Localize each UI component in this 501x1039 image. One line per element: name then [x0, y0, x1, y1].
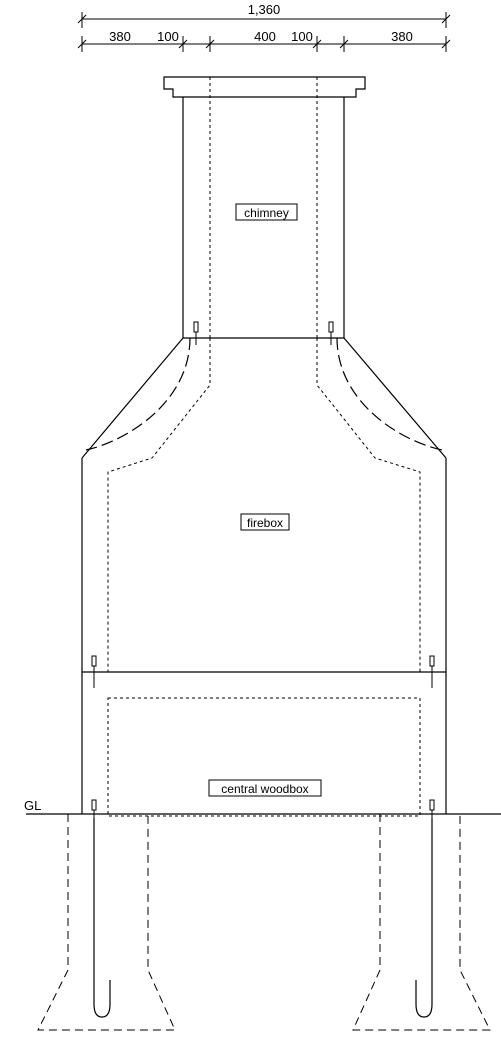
woodbox-label-text: central woodbox	[221, 782, 308, 796]
j-bolt-right	[415, 818, 433, 1018]
dimension-label-center: 400	[254, 29, 276, 44]
dimension-label-left: 380	[109, 29, 131, 44]
dimension-lines: 1,360 380 100 400 100 380	[77, 2, 451, 52]
firebox-label: firebox	[240, 513, 290, 531]
anchor-bolt-chimney-right	[328, 321, 334, 345]
footing-right	[352, 814, 491, 1031]
anchor-bolt-firebox-right	[429, 655, 435, 688]
ground-level-label: GL	[24, 798, 41, 813]
anchor-bolt-firebox-left	[91, 655, 97, 688]
chimney-label-text: chimney	[244, 206, 289, 220]
chimney-label: chimney	[235, 203, 298, 221]
dimension-label-right-inner: 100	[291, 29, 313, 44]
firebox-label-text: firebox	[247, 516, 283, 530]
anchor-bolt-chimney-left	[193, 321, 199, 345]
woodbox-label: central woodbox	[208, 779, 322, 797]
anchor-bolts	[91, 321, 435, 818]
footing-left	[37, 814, 176, 1031]
anchor-bolt-ground-right	[429, 799, 435, 818]
chimney-cap	[163, 76, 366, 98]
anchor-bolt-ground-left	[91, 799, 97, 818]
j-bolt-left	[93, 818, 111, 1018]
firebox-hood	[81, 337, 447, 672]
overall-dimension-label: 1,360	[248, 2, 281, 17]
dimension-label-right: 380	[391, 29, 413, 44]
firebox	[81, 458, 447, 814]
dimension-label-left-inner: 100	[157, 29, 179, 44]
woodbox-outline	[107, 697, 421, 817]
